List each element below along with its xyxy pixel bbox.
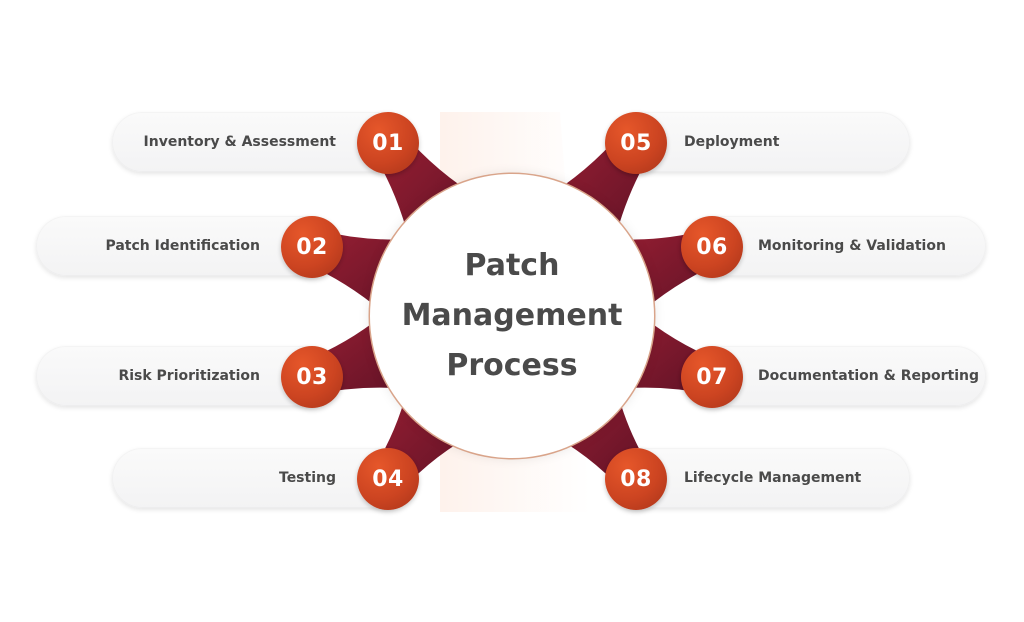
step-03-label: Risk Prioritization bbox=[118, 368, 260, 384]
step-06-badge: 06 bbox=[681, 216, 743, 278]
step-05-label: Deployment bbox=[684, 134, 780, 150]
step-08-badge: 08 bbox=[605, 448, 667, 510]
hub-title-line-3: Process bbox=[446, 348, 578, 383]
step-07-label: Documentation & Reporting bbox=[758, 368, 980, 384]
step-04-label: Testing bbox=[279, 470, 336, 486]
step-02-label: Patch Identification bbox=[105, 238, 260, 254]
step-05-badge: 05 bbox=[605, 112, 667, 174]
step-03-badge: 03 bbox=[281, 346, 343, 408]
step-07-badge: 07 bbox=[681, 346, 743, 408]
step-02-badge: 02 bbox=[281, 216, 343, 278]
hub-title: Patch Management Process bbox=[370, 174, 654, 458]
hub-title-line-1: Patch bbox=[464, 248, 560, 283]
step-08-label: Lifecycle Management bbox=[684, 470, 862, 486]
central-hub bbox=[370, 174, 654, 458]
hub-title-line-2: Management bbox=[401, 298, 623, 333]
step-01-label: Inventory & Assessment bbox=[143, 134, 336, 150]
step-01-badge: 01 bbox=[357, 112, 419, 174]
step-06-label: Monitoring & Validation bbox=[758, 238, 946, 254]
step-04-badge: 04 bbox=[357, 448, 419, 510]
